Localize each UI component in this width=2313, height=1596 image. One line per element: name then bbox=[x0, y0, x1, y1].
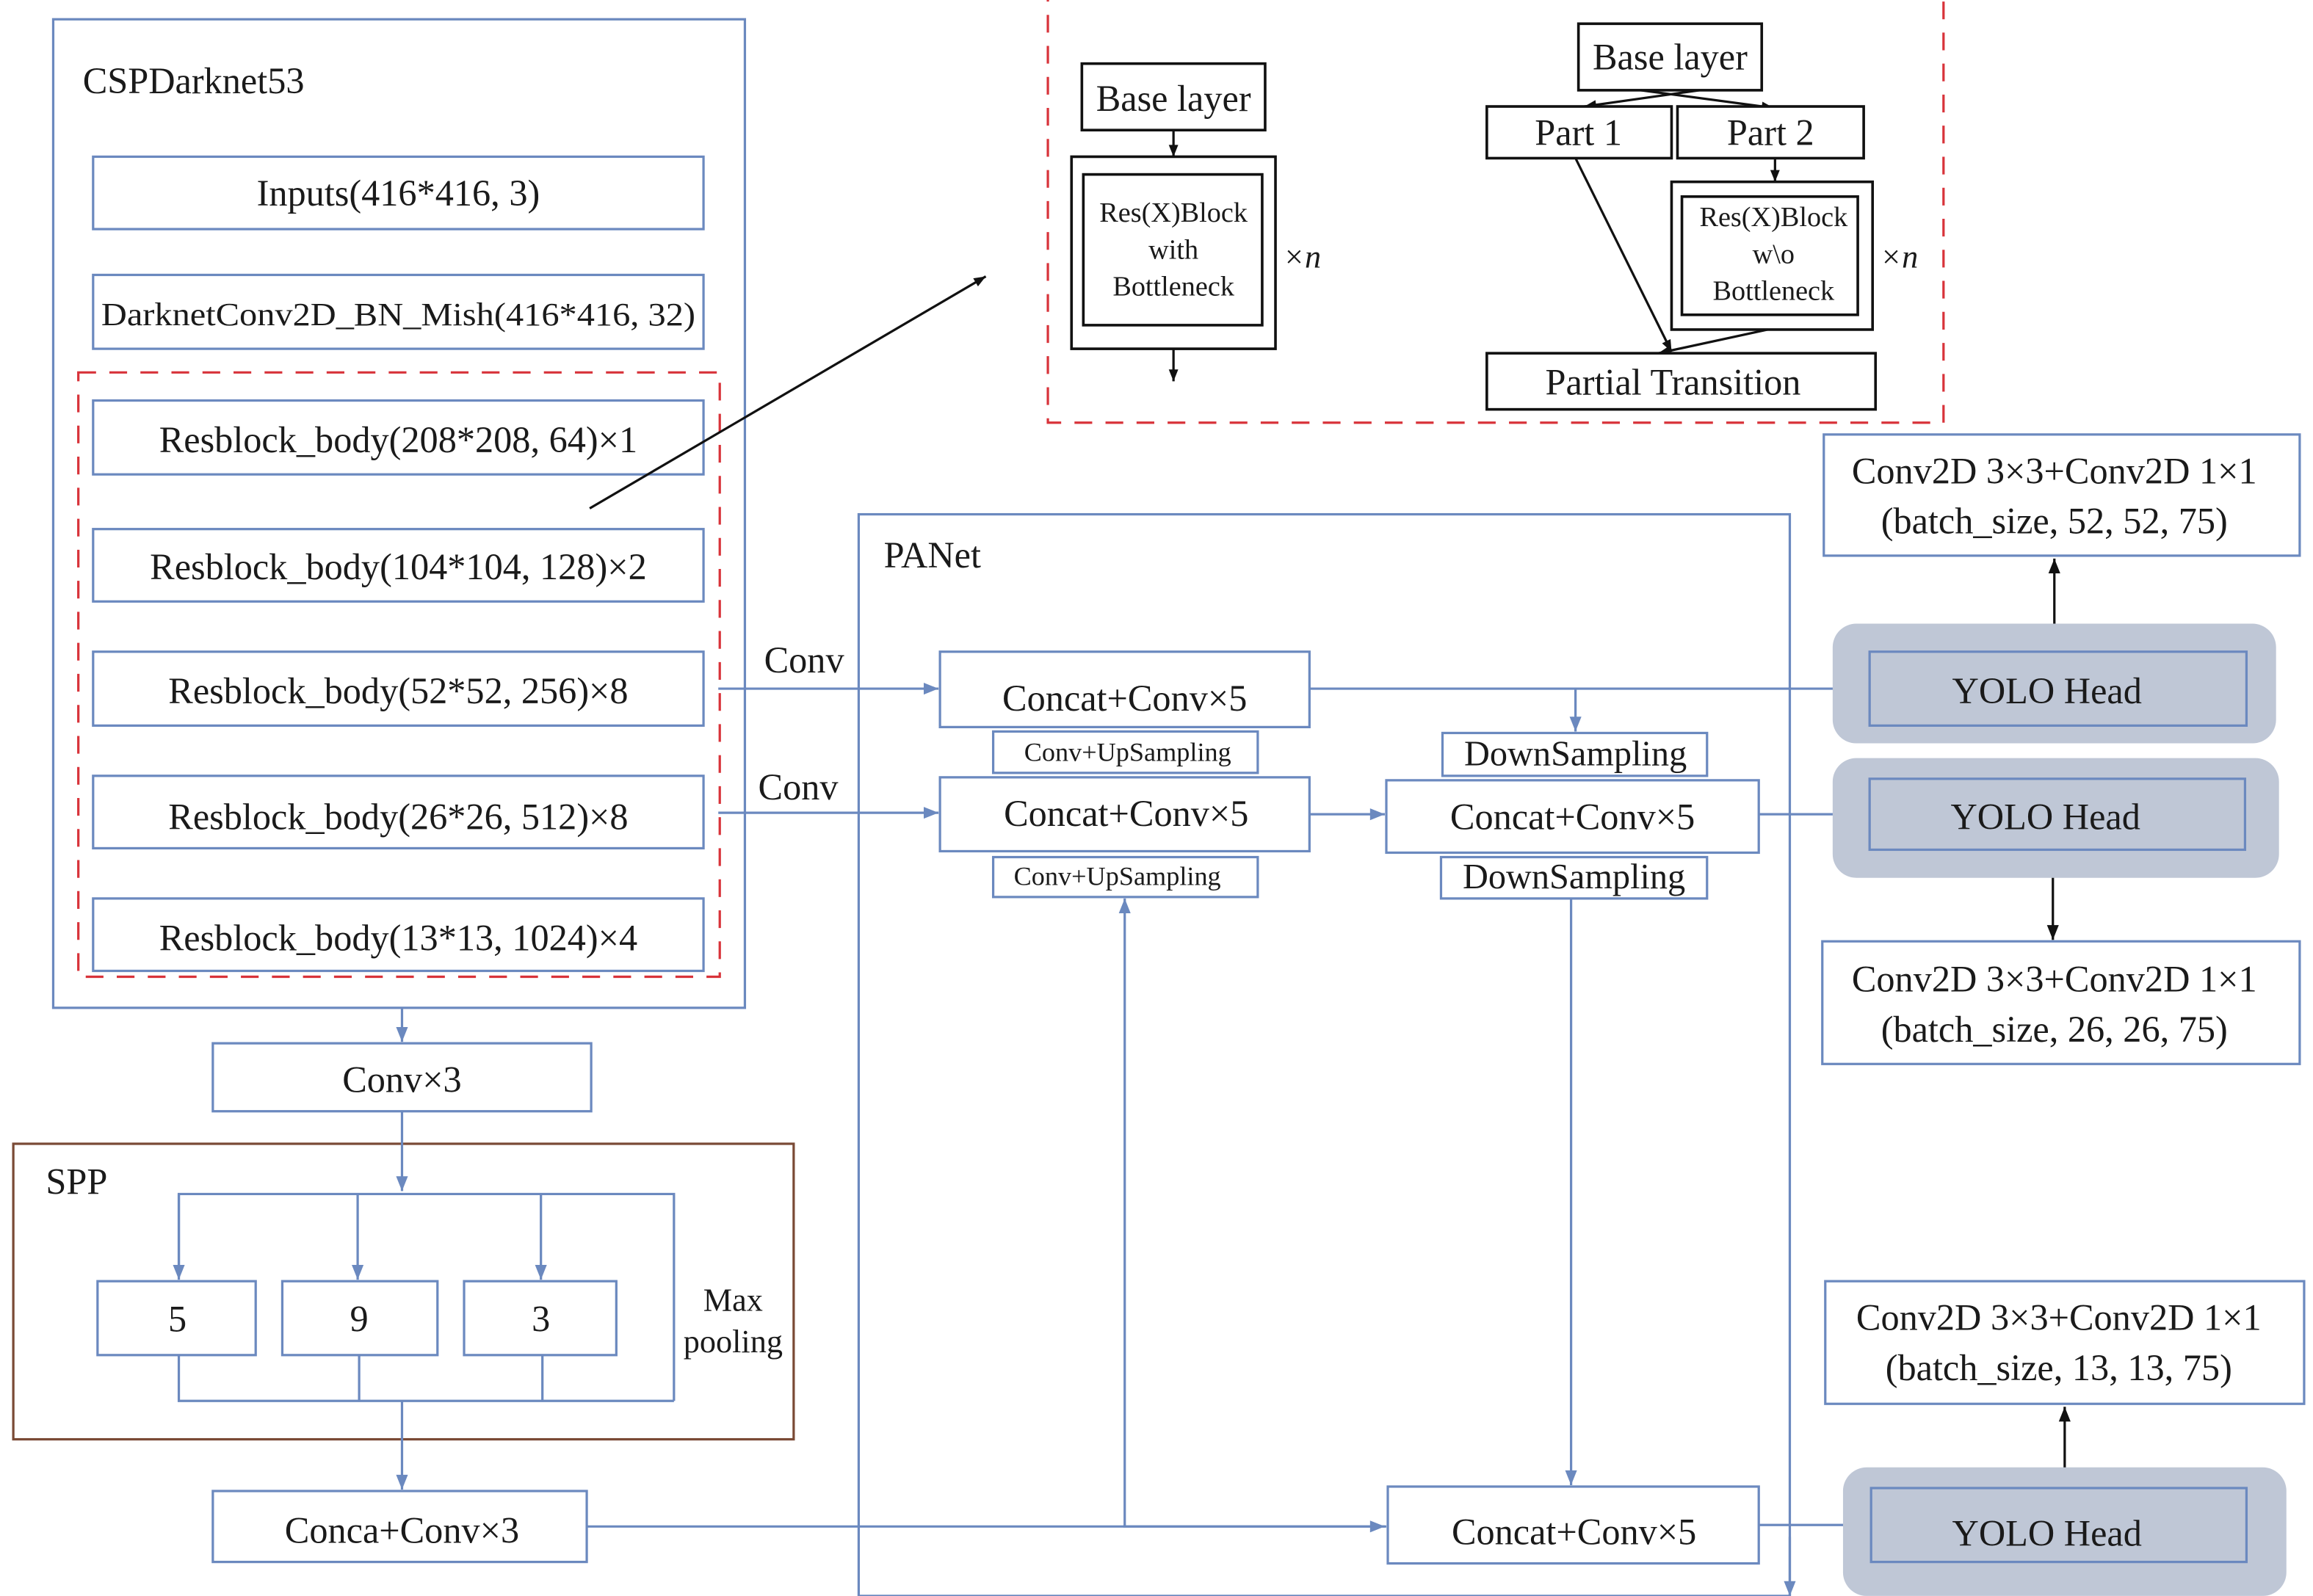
head-3-label: YOLO Head bbox=[1952, 1512, 2142, 1553]
concat-top-box bbox=[938, 650, 1311, 728]
csp-split-arrow-1 bbox=[1584, 89, 1700, 110]
csp-detail-group: Base layer Res(X)Block with Bottleneck ×… bbox=[1046, 0, 1945, 424]
backbone-frame bbox=[51, 18, 747, 1009]
head-2-label: YOLO Head bbox=[1950, 796, 2140, 837]
head-1-output-line-2: (batch_size, 52, 52, 75) bbox=[1881, 501, 2228, 542]
resblock-base-layer-label: Base layer bbox=[1096, 78, 1251, 119]
layer-resblock-3-box bbox=[92, 650, 705, 727]
concat-bottom-box bbox=[1386, 1485, 1760, 1565]
layer-inputs-label: Inputs(416*416, 3) bbox=[257, 173, 540, 214]
spp-kernel-3-box bbox=[463, 1280, 618, 1357]
conv3-box bbox=[211, 1042, 593, 1113]
panet-title: PANet bbox=[884, 534, 981, 576]
downsample-1-box bbox=[1441, 731, 1709, 777]
layer-resblock-5-box bbox=[92, 897, 705, 973]
conv-label-2: Conv bbox=[759, 766, 839, 808]
layer-resblock-4-box bbox=[92, 775, 705, 850]
csp-part1-label: Part 1 bbox=[1535, 112, 1622, 153]
csp-part1-box bbox=[1485, 105, 1673, 160]
concat-bottom-label: Concat+Conv×5 bbox=[1452, 1511, 1696, 1552]
resblock-line-3: Bottleneck bbox=[1112, 272, 1235, 302]
spp-kernel-9-label: 9 bbox=[350, 1299, 369, 1340]
spp-kernel-5-box bbox=[96, 1280, 257, 1357]
head-1-output-box bbox=[1822, 433, 2301, 557]
csp-detail-dashed-frame bbox=[1046, 0, 1945, 424]
layer-resblock-2-label: Resblock_body(104*104, 128)×2 bbox=[150, 546, 647, 587]
spp-maxpool-label-1: Max bbox=[703, 1282, 763, 1318]
upsample-1-box bbox=[991, 730, 1259, 775]
callout-arrow bbox=[589, 275, 987, 509]
csp-part1-to-transition-arrow bbox=[1574, 157, 1673, 352]
spp-maxpool-label-2: pooling bbox=[684, 1324, 783, 1360]
csp-base-layer-box bbox=[1577, 22, 1764, 92]
spp-title: SPP bbox=[46, 1161, 107, 1202]
upsample-1-label: Conv+UpSampling bbox=[1024, 738, 1231, 767]
csp-partial-transition-box bbox=[1485, 352, 1878, 411]
head-1-box bbox=[1868, 650, 2248, 727]
csp-part2-label: Part 2 bbox=[1727, 112, 1814, 153]
csp-base-layer-label: Base layer bbox=[1593, 37, 1748, 78]
csp-highlight-dashed-frame bbox=[77, 371, 721, 979]
csp-block-line-2: w\o bbox=[1753, 239, 1795, 269]
layer-inputs-box bbox=[92, 155, 705, 231]
spp-frame bbox=[12, 1142, 795, 1441]
layer-darknetconv-label: DarknetConv2D_BN_Mish(416*416, 32) bbox=[101, 297, 695, 333]
downsample-2-box bbox=[1439, 855, 1709, 900]
csp-part2-box bbox=[1676, 105, 1865, 160]
csp-partial-transition-label: Partial Transition bbox=[1545, 362, 1800, 403]
concat-top-label: Concat+Conv×5 bbox=[1002, 678, 1247, 719]
layer-darknetconv-box bbox=[92, 273, 705, 350]
concat-mid-left-box bbox=[938, 776, 1311, 853]
conv-label-1: Conv bbox=[764, 639, 845, 681]
layer-resblock-1-box bbox=[92, 399, 705, 476]
head-3-box bbox=[1869, 1487, 2248, 1564]
layer-resblock-5-label: Resblock_body(13*13, 1024)×4 bbox=[159, 917, 637, 958]
backbone-title: CSPDarknet53 bbox=[83, 60, 305, 101]
spp-group: Conv×3 SPP 5 9 3 Max pooling Conca+Conv×… bbox=[12, 1007, 795, 1564]
downsample-1-label: DownSampling bbox=[1464, 735, 1687, 774]
csp-block-inner-box bbox=[1680, 195, 1859, 316]
downsample-2-label: DownSampling bbox=[1463, 857, 1685, 896]
concat-mid-right-label: Concat+Conv×5 bbox=[1450, 796, 1695, 837]
spp-kernel-9-box bbox=[280, 1280, 439, 1357]
csp-block-line-3: Bottleneck bbox=[1713, 276, 1836, 307]
concat-mid-right-box bbox=[1385, 779, 1760, 855]
head-2-output-line-1: Conv2D 3×3+Conv2D 1×1 bbox=[1852, 959, 2257, 1000]
heads-group: Conv2D 3×3+Conv2D 1×1 (batch_size, 52, 5… bbox=[1821, 433, 2306, 1596]
layer-resblock-3-label: Resblock_body(52*52, 256)×8 bbox=[168, 670, 628, 711]
layer-resblock-4-label: Resblock_body(26*26, 512)×8 bbox=[168, 796, 628, 837]
resblock-inner-box bbox=[1082, 173, 1264, 327]
head-3-output-line-2: (batch_size, 13, 13, 75) bbox=[1886, 1347, 2232, 1388]
spp-kernel-3-label: 3 bbox=[532, 1299, 550, 1340]
head-1-output-line-1: Conv2D 3×3+Conv2D 1×1 bbox=[1852, 450, 2257, 491]
csp-repeat-label: ×n bbox=[1880, 239, 1918, 275]
head-3-output-box bbox=[1824, 1280, 2306, 1405]
head-1-label: YOLO Head bbox=[1952, 670, 2142, 711]
panet-group: PANet Conv Conv Concat+Conv×5 Conv+UpSam… bbox=[587, 512, 1872, 1596]
head-2-box bbox=[1868, 777, 2247, 852]
conca-conv3-label: Conca+Conv×3 bbox=[285, 1509, 519, 1550]
concat-mid-left-label: Concat+Conv×5 bbox=[1004, 793, 1248, 834]
head-2-output-box bbox=[1821, 940, 2301, 1065]
spp-merge-bus bbox=[177, 1354, 674, 1402]
head-2-output-line-2: (batch_size, 26, 26, 75) bbox=[1881, 1009, 2228, 1050]
csp-block-to-transition-arrow bbox=[1657, 328, 1768, 356]
resblock-line-2: with bbox=[1148, 234, 1198, 265]
head-3-output-line-1: Conv2D 3×3+Conv2D 1×1 bbox=[1856, 1297, 2262, 1338]
resblock-repeat-label: ×n bbox=[1283, 239, 1321, 275]
csp-block-line-1: Res(X)Block bbox=[1699, 202, 1848, 233]
layer-resblock-1-label: Resblock_body(208*208, 64)×1 bbox=[159, 419, 637, 460]
spp-kernel-5-label: 5 bbox=[168, 1299, 187, 1340]
upsample-2-label: Conv+UpSampling bbox=[1014, 862, 1221, 891]
conv3-label: Conv×3 bbox=[342, 1059, 462, 1100]
backbone-group: CSPDarknet53 Inputs(416*416, 3) DarknetC… bbox=[51, 18, 987, 1009]
layer-resblock-2-box bbox=[92, 528, 705, 603]
upsample-2-box bbox=[991, 855, 1259, 899]
resblock-line-1: Res(X)Block bbox=[1099, 197, 1248, 228]
csp-split-arrow-2 bbox=[1640, 89, 1774, 112]
